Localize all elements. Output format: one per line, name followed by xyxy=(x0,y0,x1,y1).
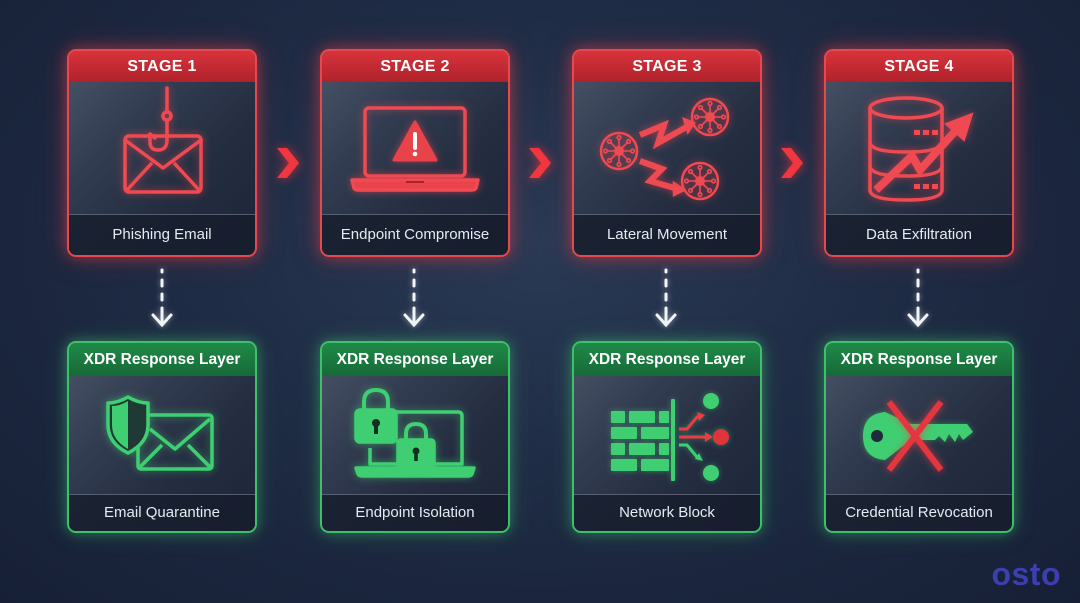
response-label: Email Quarantine xyxy=(69,494,255,531)
stage-card-1: STAGE 1 Phishing Email xyxy=(67,49,257,257)
chevron-right-icon xyxy=(277,148,299,178)
response-header: XDR Response Layer xyxy=(826,343,1012,376)
dashed-down-arrow-icon xyxy=(655,268,677,328)
stage-card-4: STAGE 4 Data Exfiltration xyxy=(824,49,1014,257)
dashed-down-arrow-icon xyxy=(403,268,425,328)
firewall-block-icon xyxy=(574,376,760,496)
response-card-4: XDR Response Layer Credential Revocation xyxy=(824,341,1014,533)
response-label: Credential Revocation xyxy=(826,494,1012,531)
stage-label: Endpoint Compromise xyxy=(322,214,508,255)
response-header: XDR Response Layer xyxy=(69,343,255,376)
revoked-key-icon xyxy=(826,376,1012,496)
response-label: Endpoint Isolation xyxy=(322,494,508,531)
stage-card-2: STAGE 2 Endpoint Compromise xyxy=(320,49,510,257)
response-card-3: XDR Response Layer Network Block xyxy=(572,341,762,533)
phishing-email-icon xyxy=(69,82,255,216)
brand-logo: osto xyxy=(991,556,1061,592)
response-label: Network Block xyxy=(574,494,760,531)
response-header: XDR Response Layer xyxy=(574,343,760,376)
response-card-1: XDR Response Layer Email Quarantine xyxy=(67,341,257,533)
dashed-down-arrow-icon xyxy=(151,268,173,328)
dashed-down-arrow-icon xyxy=(907,268,929,328)
stage-label: Phishing Email xyxy=(69,214,255,255)
lateral-movement-icon xyxy=(574,82,760,216)
stage-header: STAGE 2 xyxy=(322,51,508,82)
stage-header: STAGE 3 xyxy=(574,51,760,82)
stage-header: STAGE 4 xyxy=(826,51,1012,82)
database-exfiltration-icon xyxy=(826,82,1012,216)
stage-card-3: STAGE 3 xyxy=(572,49,762,257)
locked-laptop-icon xyxy=(322,376,508,496)
shield-email-icon xyxy=(69,376,255,496)
compromised-laptop-icon xyxy=(322,82,508,216)
stage-label: Lateral Movement xyxy=(574,214,760,255)
response-header: XDR Response Layer xyxy=(322,343,508,376)
chevron-right-icon xyxy=(781,148,803,178)
response-card-2: XDR Response Layer Endpoint Isolation xyxy=(320,341,510,533)
stage-header: STAGE 1 xyxy=(69,51,255,82)
stage-label: Data Exfiltration xyxy=(826,214,1012,255)
chevron-right-icon xyxy=(529,148,551,178)
